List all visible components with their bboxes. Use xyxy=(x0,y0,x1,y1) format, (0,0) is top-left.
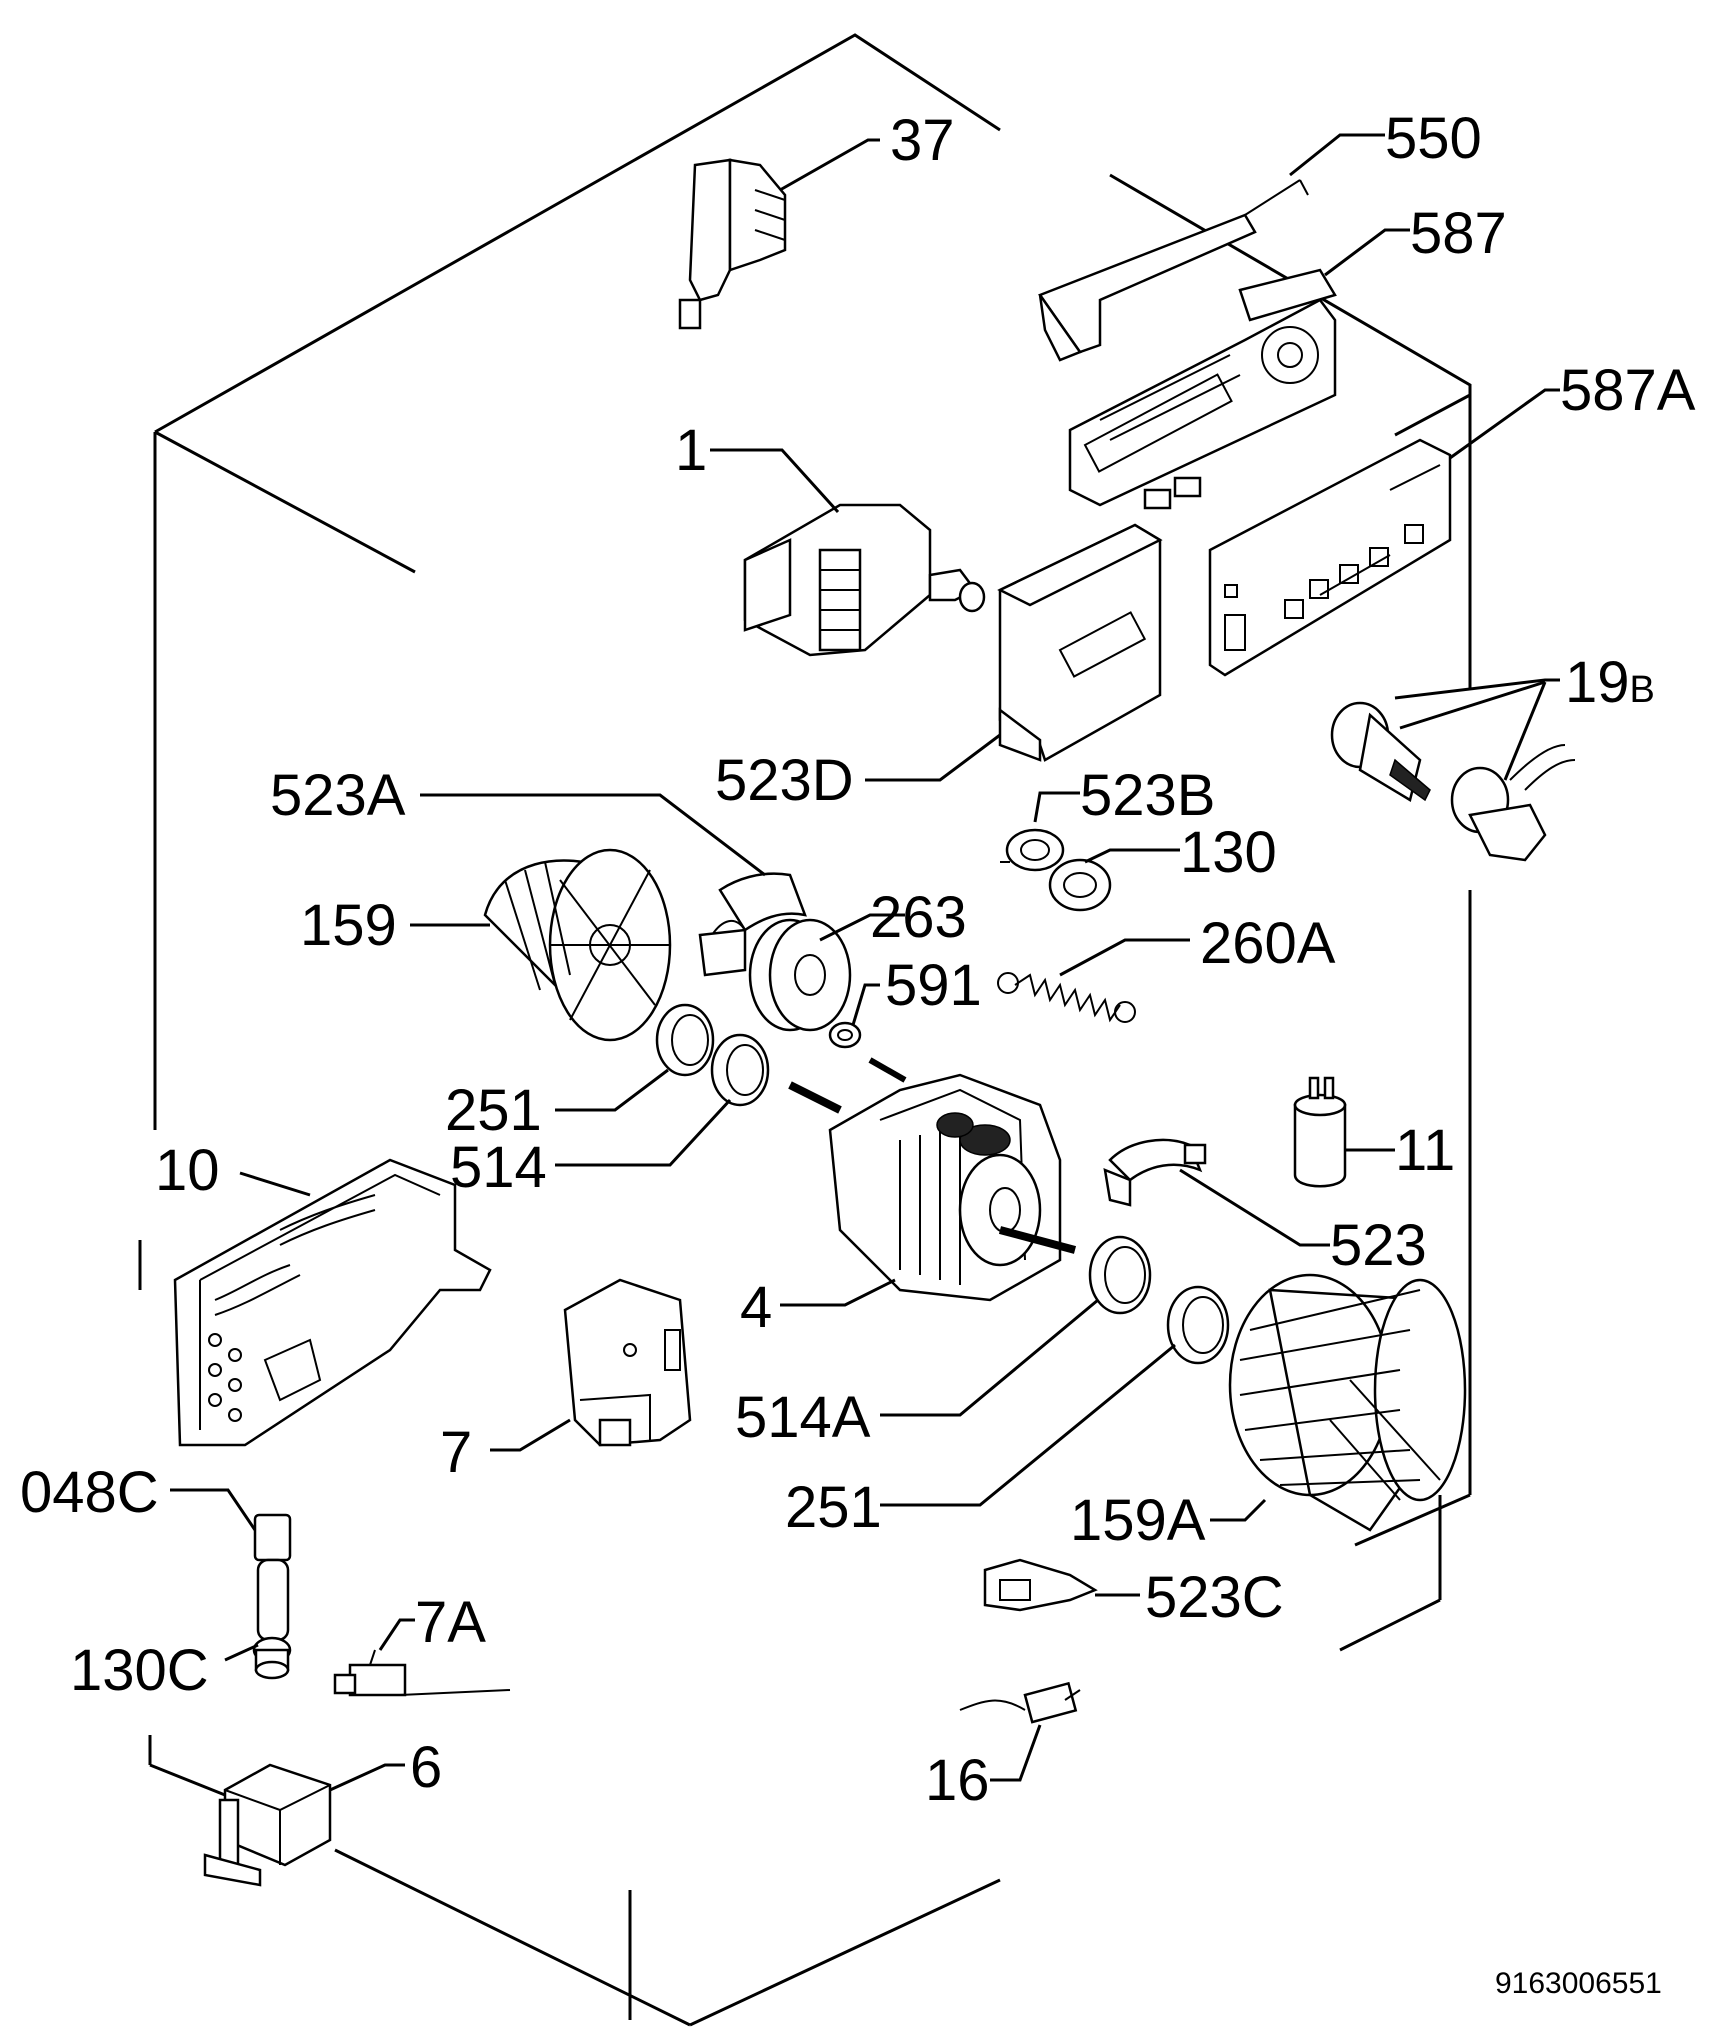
label-251-upper: 251 xyxy=(445,1078,542,1143)
label-591: 591 xyxy=(885,953,982,1018)
part-7-door-interlock xyxy=(563,1278,692,1447)
label-260A: 260A xyxy=(1200,911,1336,976)
part-514A-bearing xyxy=(1088,1235,1152,1315)
label-130C: 130C xyxy=(70,1638,209,1703)
part-11-capacitor xyxy=(1293,1076,1347,1188)
part-159A-blower-wheel xyxy=(1228,1273,1467,1532)
label-159A: 159A xyxy=(1070,1488,1206,1553)
part-labels: 37 550 587 587A 1 523D 19B 523A 523B 130… xyxy=(20,106,1696,1813)
label-19B: 19B xyxy=(1565,650,1655,715)
part-048C-sensor xyxy=(253,1513,292,1642)
label-159: 159 xyxy=(300,893,397,958)
part-1-selector-switch xyxy=(743,503,986,657)
part-523A-clamp xyxy=(698,872,807,977)
part-251-bearing-lower xyxy=(1166,1285,1230,1365)
part-10-heater xyxy=(173,1158,492,1447)
leader-lines xyxy=(170,133,1560,1792)
label-37: 37 xyxy=(890,108,955,173)
label-4: 4 xyxy=(740,1275,772,1340)
label-523D: 523D xyxy=(715,748,854,813)
label-587A: 587A xyxy=(1560,358,1696,423)
part-260A-spring xyxy=(997,972,1136,1023)
label-1: 1 xyxy=(675,418,707,483)
part-16-microswitch xyxy=(959,1681,1081,1724)
label-523C: 523C xyxy=(1145,1565,1284,1630)
label-048C: 048C xyxy=(20,1460,159,1525)
part-591-washer xyxy=(828,1021,862,1049)
label-11: 11 xyxy=(1395,1118,1455,1183)
cabinet-frame xyxy=(138,33,1472,2027)
label-523B: 523B xyxy=(1080,763,1215,828)
drawing-number: 9163006551 xyxy=(1495,1967,1662,2000)
label-587: 587 xyxy=(1410,201,1507,266)
part-37-bracket xyxy=(678,158,787,330)
label-514: 514 xyxy=(450,1135,547,1200)
label-523: 523 xyxy=(1330,1213,1427,1278)
part-130C-seal xyxy=(252,1636,292,1680)
part-587A-pcb xyxy=(1208,438,1452,677)
part-4-motor xyxy=(788,1057,1077,1302)
part-19B-lamp xyxy=(1330,701,1576,862)
label-7: 7 xyxy=(440,1420,472,1485)
label-263: 263 xyxy=(870,885,967,950)
part-550-cover xyxy=(1038,179,1309,362)
label-251-lower: 251 xyxy=(785,1475,882,1540)
part-251-bearing-upper xyxy=(655,1003,715,1077)
label-523A: 523A xyxy=(270,763,406,828)
label-7A: 7A xyxy=(415,1590,486,1655)
part-523B-clip xyxy=(1000,828,1065,872)
part-159-fan xyxy=(483,848,672,1042)
part-523-clamp xyxy=(1103,1138,1207,1207)
part-587-module xyxy=(1068,268,1337,510)
part-7A-microswitch xyxy=(333,1649,511,1697)
part-263-pulley xyxy=(748,918,852,1032)
label-6: 6 xyxy=(410,1735,442,1800)
label-550: 550 xyxy=(1385,106,1482,171)
label-514A: 514A xyxy=(735,1385,871,1450)
part-523D-housing xyxy=(997,523,1163,762)
label-130: 130 xyxy=(1180,820,1277,885)
label-10: 10 xyxy=(155,1138,220,1203)
part-514-bearing xyxy=(710,1033,770,1107)
label-16: 16 xyxy=(925,1748,990,1813)
part-523C-bracket xyxy=(983,1558,1098,1612)
part-130-gasket xyxy=(1048,858,1112,912)
part-6-pump xyxy=(203,1763,332,1887)
